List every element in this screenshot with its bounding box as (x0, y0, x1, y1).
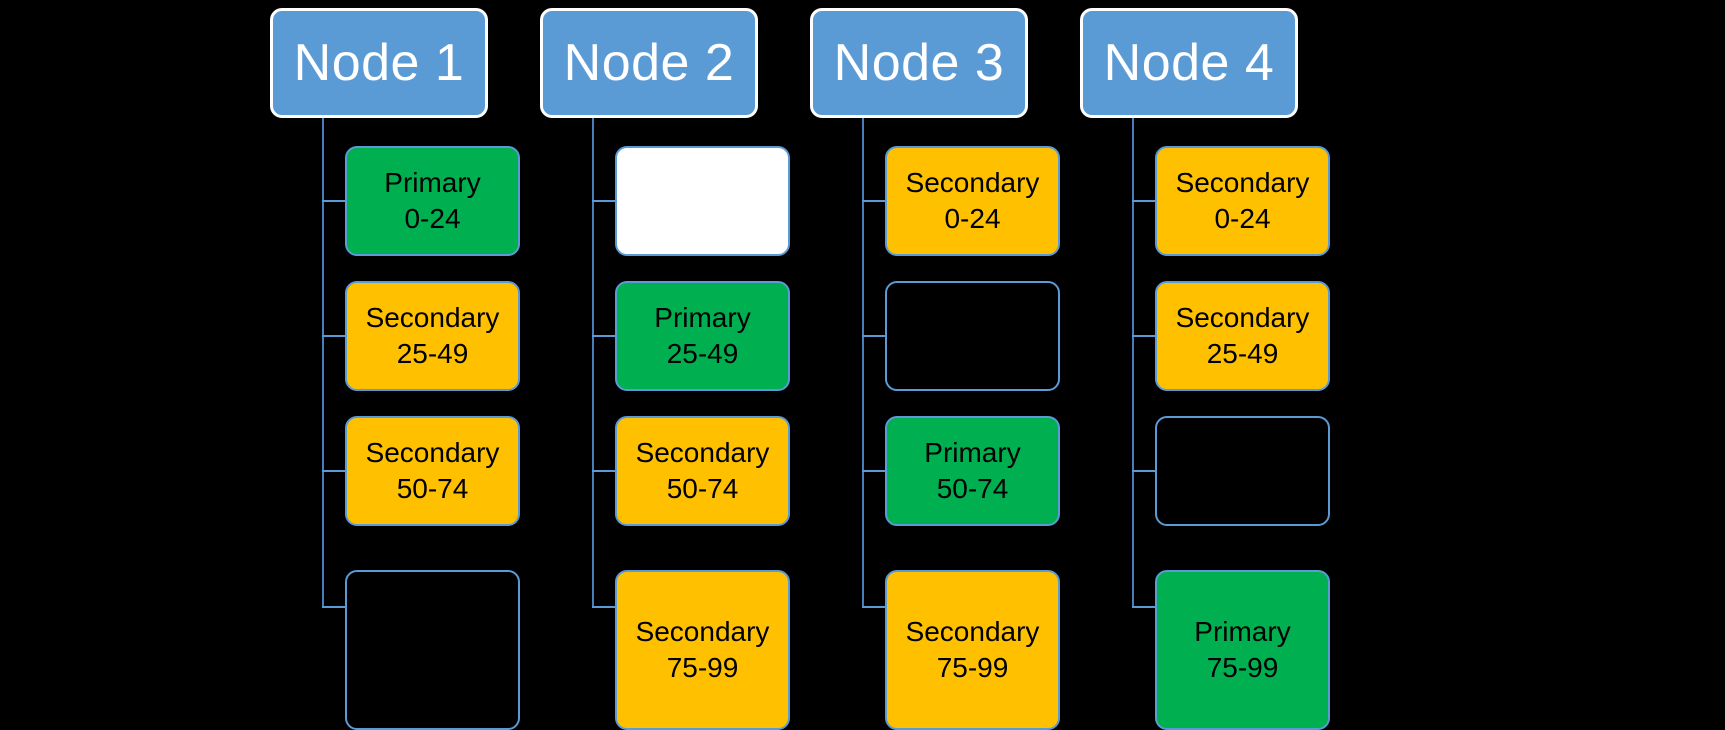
node-column-2: Node 2 Primary 25-49 Secondary 50-74 Sec… (540, 0, 810, 730)
slot-role-2-3: Secondary (635, 437, 770, 469)
slot-connector-3-4 (862, 606, 885, 608)
slot-connector-2-2 (592, 335, 615, 337)
slot-role-3-3: Primary (924, 437, 1021, 469)
slot-connector-2-4 (592, 606, 615, 608)
slot-connector-1-4 (322, 606, 345, 608)
slot-4-4[interactable]: Primary 75-99 (1155, 570, 1330, 730)
slot-range-2-4: 75-99 (666, 652, 739, 683)
node-header-4[interactable]: Node 4 (1080, 8, 1298, 118)
node-connector-spine-1 (322, 118, 324, 608)
slot-range-4-1: 0-24 (1214, 203, 1271, 234)
slot-role-3-1: Secondary (905, 167, 1040, 199)
slot-3-1[interactable]: Secondary 0-24 (885, 146, 1060, 256)
slot-3-2[interactable] (885, 281, 1060, 391)
slot-range-1-3: 50-74 (396, 473, 469, 504)
slot-role-4-1: Secondary (1175, 167, 1310, 199)
slot-connector-4-2 (1132, 335, 1155, 337)
slot-connector-1-1 (322, 200, 345, 202)
node-header-2[interactable]: Node 2 (540, 8, 758, 118)
slot-connector-2-1 (592, 200, 615, 202)
slot-role-3-4: Secondary (905, 616, 1040, 648)
node-connector-spine-4 (1132, 118, 1134, 608)
slot-range-4-4: 75-99 (1206, 652, 1279, 683)
slot-2-3[interactable]: Secondary 50-74 (615, 416, 790, 526)
slot-range-3-1: 0-24 (944, 203, 1001, 234)
slot-4-1[interactable]: Secondary 0-24 (1155, 146, 1330, 256)
slot-1-4[interactable] (345, 570, 520, 730)
slot-connector-4-1 (1132, 200, 1155, 202)
slot-4-3[interactable] (1155, 416, 1330, 526)
slot-2-4[interactable]: Secondary 75-99 (615, 570, 790, 730)
slot-role-4-4: Primary (1194, 616, 1291, 648)
slot-role-1-2: Secondary (365, 302, 500, 334)
slot-range-2-2: 25-49 (666, 338, 739, 369)
slot-role-1-3: Secondary (365, 437, 500, 469)
slot-1-1[interactable]: Primary 0-24 (345, 146, 520, 256)
slot-1-3[interactable]: Secondary 50-74 (345, 416, 520, 526)
node-header-1[interactable]: Node 1 (270, 8, 488, 118)
slot-range-1-2: 25-49 (396, 338, 469, 369)
slot-connector-3-2 (862, 335, 885, 337)
slot-range-2-3: 50-74 (666, 473, 739, 504)
slot-role-2-2: Primary (654, 302, 751, 334)
node-column-1: Node 1 Primary 0-24 Secondary 25-49 Seco… (270, 0, 540, 730)
node-header-3[interactable]: Node 3 (810, 8, 1028, 118)
node-column-4: Node 4 Secondary 0-24 Secondary 25-49 Pr… (1080, 0, 1350, 730)
node-column-3: Node 3 Secondary 0-24 Primary 50-74 Seco… (810, 0, 1080, 730)
slot-connector-4-3 (1132, 470, 1155, 472)
slot-role-1-1: Primary (384, 167, 481, 199)
slot-3-3[interactable]: Primary 50-74 (885, 416, 1060, 526)
slot-3-4[interactable]: Secondary 75-99 (885, 570, 1060, 730)
slot-2-1[interactable] (615, 146, 790, 256)
slot-range-1-1: 0-24 (404, 203, 461, 234)
slot-connector-3-1 (862, 200, 885, 202)
slot-connector-3-3 (862, 470, 885, 472)
slot-4-2[interactable]: Secondary 25-49 (1155, 281, 1330, 391)
slot-range-3-4: 75-99 (936, 652, 1009, 683)
slot-1-2[interactable]: Secondary 25-49 (345, 281, 520, 391)
slot-2-2[interactable]: Primary 25-49 (615, 281, 790, 391)
slot-role-2-4: Secondary (635, 616, 770, 648)
slot-range-3-3: 50-74 (936, 473, 1009, 504)
slot-connector-2-3 (592, 470, 615, 472)
slot-role-4-2: Secondary (1175, 302, 1310, 334)
slot-connector-4-4 (1132, 606, 1155, 608)
node-connector-spine-3 (862, 118, 864, 608)
slot-range-4-2: 25-49 (1206, 338, 1279, 369)
slot-connector-1-2 (322, 335, 345, 337)
slot-connector-1-3 (322, 470, 345, 472)
node-connector-spine-2 (592, 118, 594, 608)
